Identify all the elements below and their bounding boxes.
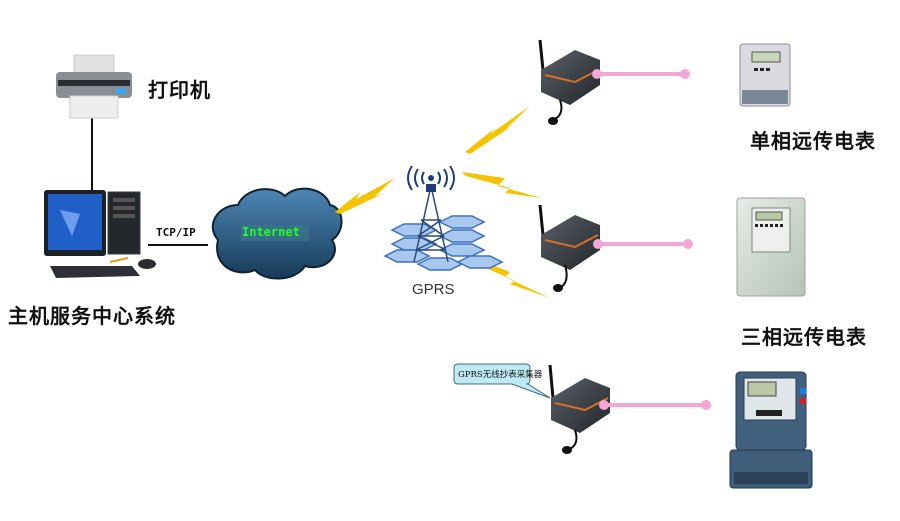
collector-callout-text: GPRS无线抄表采集器 (458, 370, 543, 380)
desktop-computer-icon (44, 190, 156, 278)
internet-label: Internet (242, 225, 300, 239)
three-phase-meter-label: 三相远传电表 (741, 325, 867, 349)
gprs-modem-icon-3 (548, 364, 610, 454)
bolt-gprs-collector2 (462, 172, 542, 198)
printer-label: 打印机 (148, 78, 211, 102)
tcp-ip-label: TCP/IP (156, 226, 196, 239)
gprs-label: GPRS (412, 281, 455, 298)
gprs-modem-icon-2 (538, 204, 600, 292)
rs485-cables (593, 72, 707, 407)
three-phase-meter-icon (736, 197, 806, 297)
host-label: 主机服务中心系统 (8, 304, 176, 328)
collector-callout (453, 363, 551, 399)
wireless-links (335, 106, 550, 298)
bolt-gprs-collector1 (465, 106, 530, 154)
single-phase-meter-label: 单相远传电表 (750, 129, 876, 153)
single-phase-meter-icon (739, 43, 791, 107)
printer-icon (56, 54, 132, 119)
cloud-icon (211, 187, 343, 280)
bolt-internet-gprs (335, 178, 395, 214)
cell-tower-icon (383, 165, 504, 271)
three-phase-meter-blue-icon (729, 371, 813, 489)
bolt-gprs-collector3 (480, 260, 550, 298)
gprs-modem-icon-1 (538, 39, 600, 125)
